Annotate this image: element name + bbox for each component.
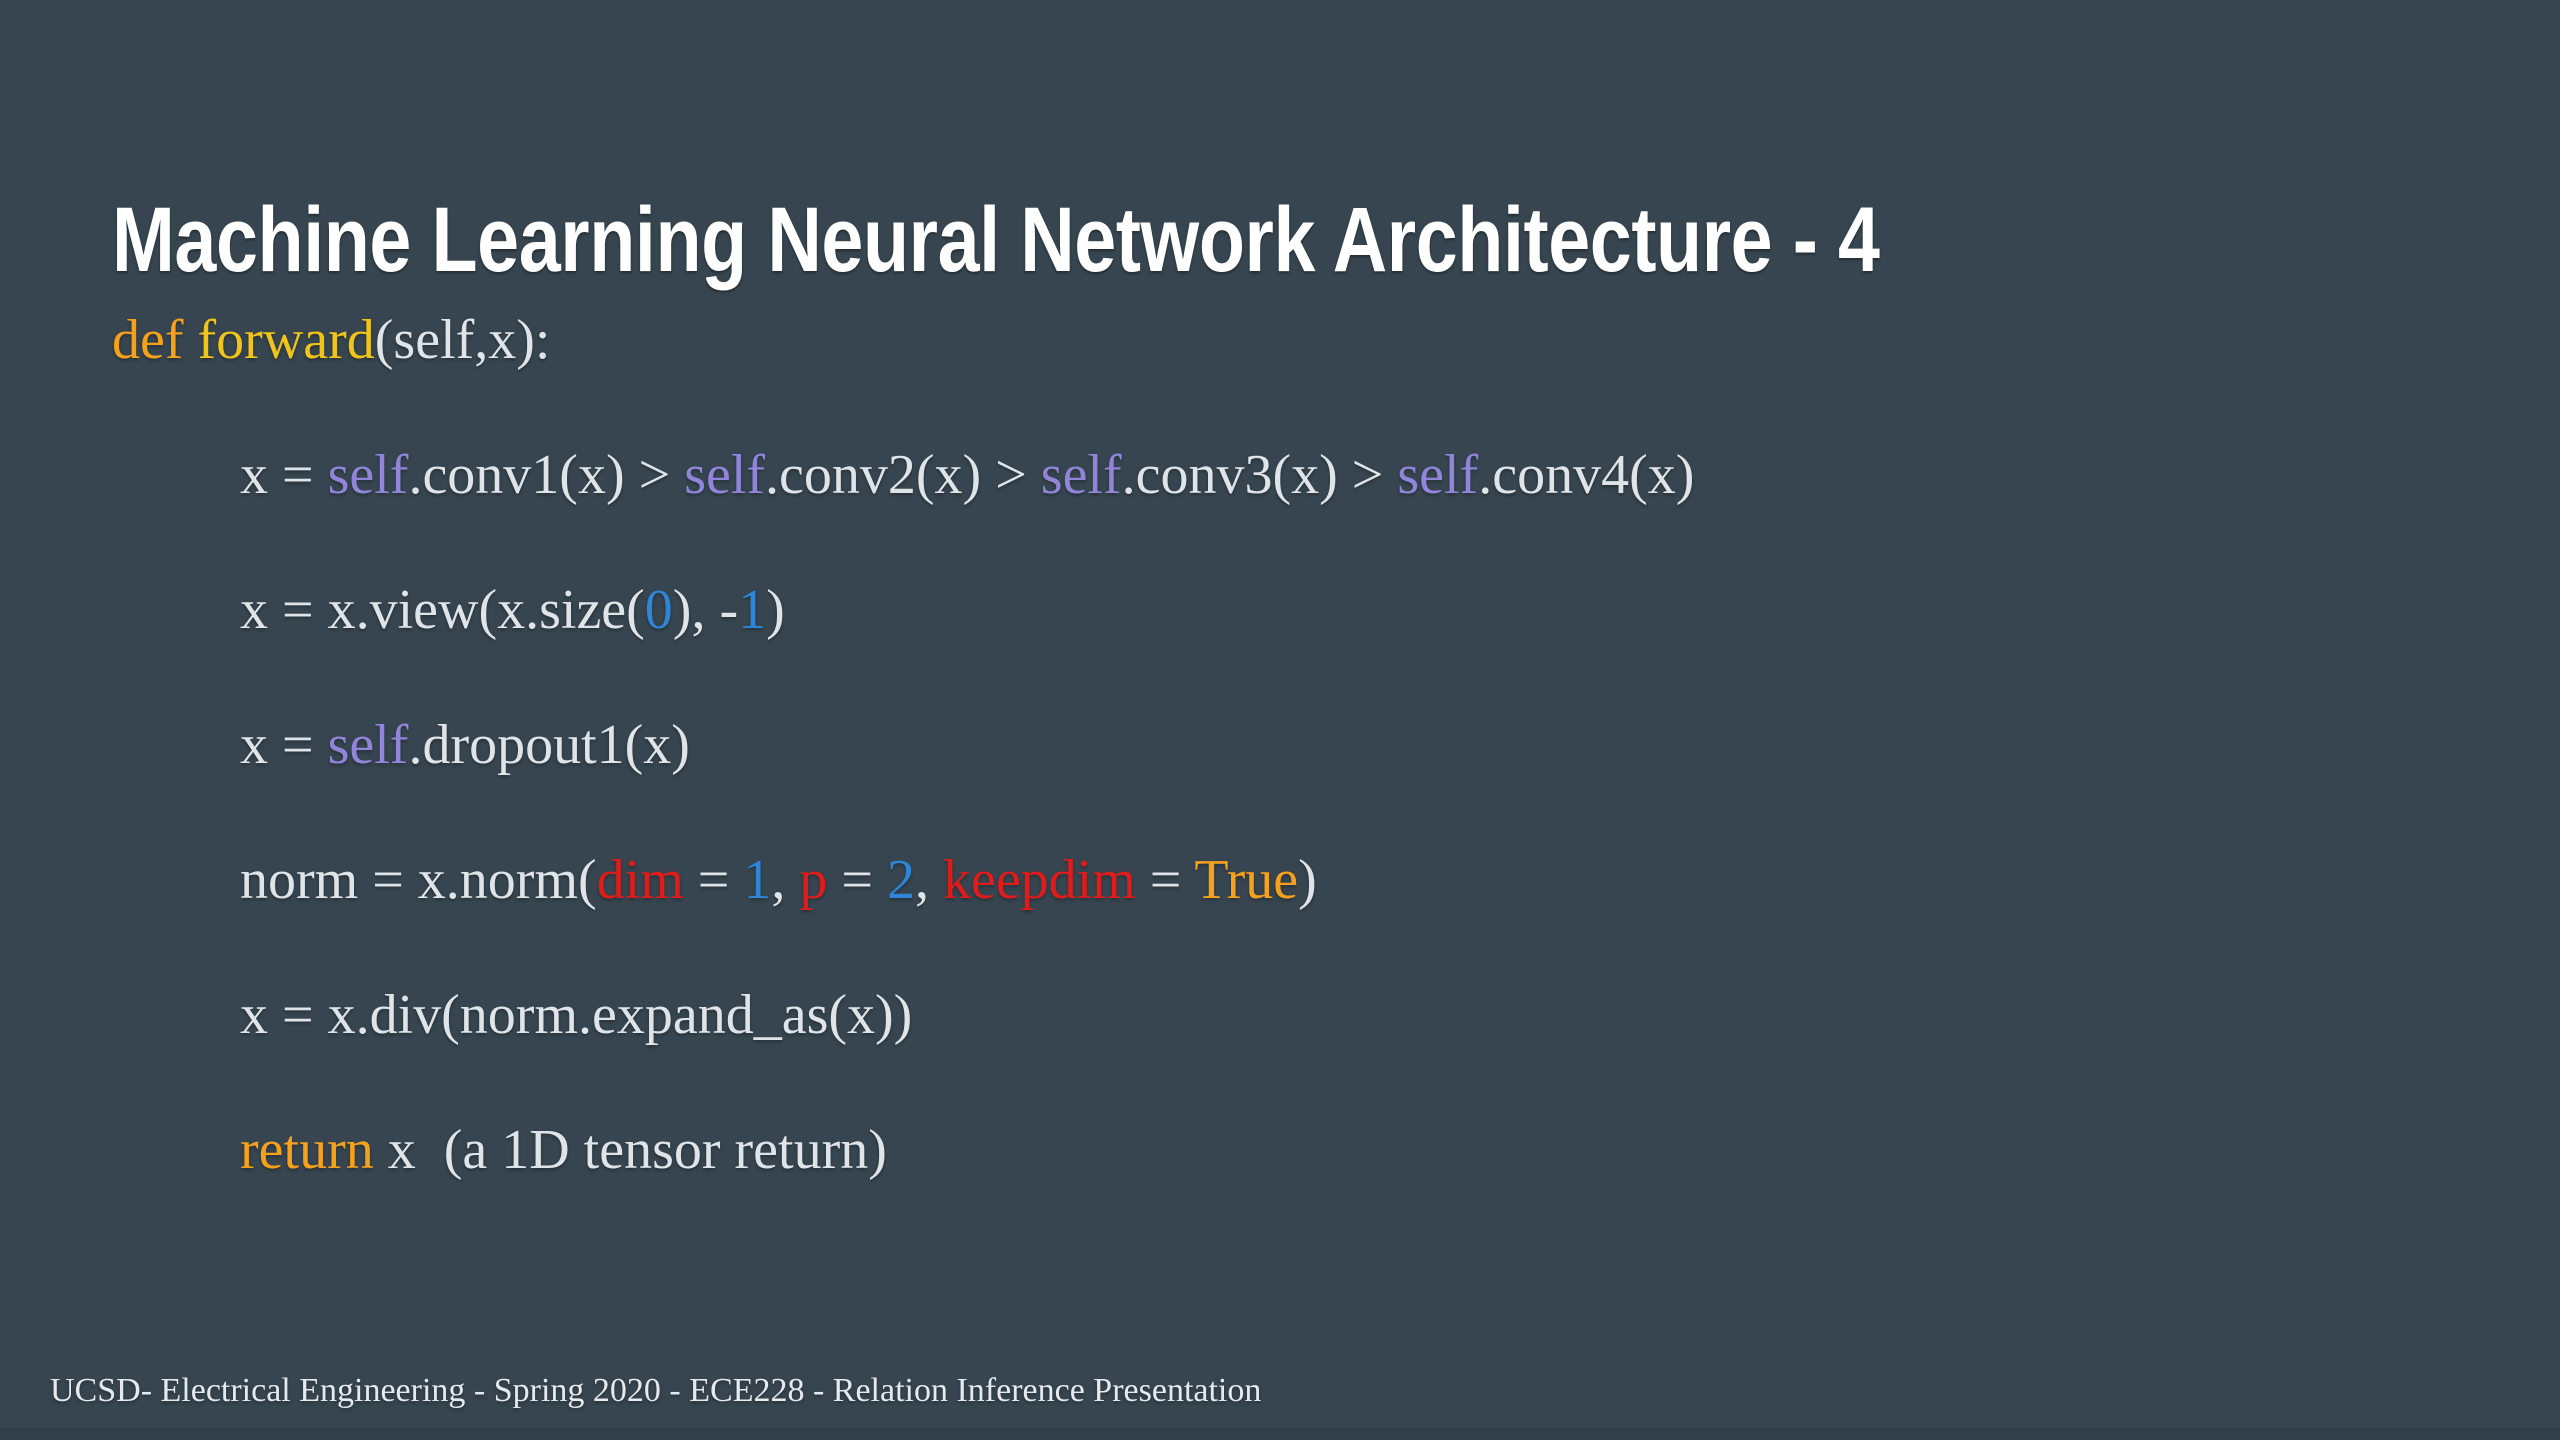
- code-token-plain: ), -: [672, 579, 739, 641]
- code-token-self: self: [327, 714, 409, 776]
- code-token-plain: x (a 1D tensor return): [373, 1119, 887, 1181]
- page-title: Machine Learning Neural Network Architec…: [112, 188, 1880, 291]
- code-token-keyword: return: [240, 1119, 374, 1181]
- code-token-plain: =: [827, 849, 887, 911]
- code-token-param: p: [799, 849, 828, 911]
- code-token-plain: x =: [240, 714, 328, 776]
- code-token-number: 0: [644, 579, 673, 641]
- code-token-number: 2: [886, 849, 915, 911]
- slide-footer: UCSD- Electrical Engineering - Spring 20…: [50, 1372, 1262, 1409]
- code-token-plain: ,: [771, 849, 800, 911]
- code-token-plain: ,: [914, 849, 943, 911]
- code-line: return x (a 1D tensor return): [0, 1122, 2560, 1257]
- code-token-plain: norm = x.norm(: [240, 849, 597, 911]
- code-token-plain: ): [766, 579, 785, 641]
- code-token-plain: =: [683, 849, 744, 911]
- code-token-plain: x = x.div(norm.expand_as(x)): [240, 984, 913, 1046]
- code-token-plain: .conv4(x): [1478, 444, 1695, 506]
- code-line: norm = x.norm(dim = 1, p = 2, keepdim = …: [0, 852, 2560, 987]
- code-token-number: 1: [743, 849, 772, 911]
- code-line: x = x.div(norm.expand_as(x)): [0, 987, 2560, 1122]
- code-token-keyword: def: [112, 309, 184, 371]
- code-token-plain: [184, 309, 198, 371]
- code-line: def forward(self,x):: [0, 312, 2560, 447]
- code-token-param: dim: [596, 849, 684, 911]
- slide-bottom-band: [0, 1428, 2560, 1440]
- code-token-plain: =: [1135, 849, 1195, 911]
- code-token-self: self: [1397, 444, 1479, 506]
- code-token-plain: ): [1298, 849, 1317, 911]
- code-token-plain: (self,x):: [374, 309, 551, 371]
- code-token-plain: x =: [240, 444, 328, 506]
- code-token-self: self: [1040, 444, 1122, 506]
- code-token-plain: .conv2(x) >: [765, 444, 1041, 506]
- code-token-funcname: forward: [197, 309, 375, 371]
- code-block: def forward(self,x):x = self.conv1(x) > …: [0, 312, 2560, 1257]
- code-line: x = x.view(x.size(0), -1): [0, 582, 2560, 717]
- code-token-self: self: [327, 444, 409, 506]
- code-token-plain: .conv1(x) >: [408, 444, 685, 506]
- code-token-plain: x = x.view(x.size(: [240, 579, 645, 641]
- code-line: x = self.dropout1(x): [0, 717, 2560, 852]
- code-token-plain: .dropout1(x): [408, 714, 690, 776]
- code-token-bool: True: [1194, 849, 1299, 911]
- code-line: x = self.conv1(x) > self.conv2(x) > self…: [0, 447, 2560, 582]
- code-token-plain: .conv3(x) >: [1121, 444, 1398, 506]
- code-token-number: 1: [738, 579, 767, 641]
- code-token-self: self: [684, 444, 766, 506]
- code-token-param: keepdim: [942, 849, 1136, 911]
